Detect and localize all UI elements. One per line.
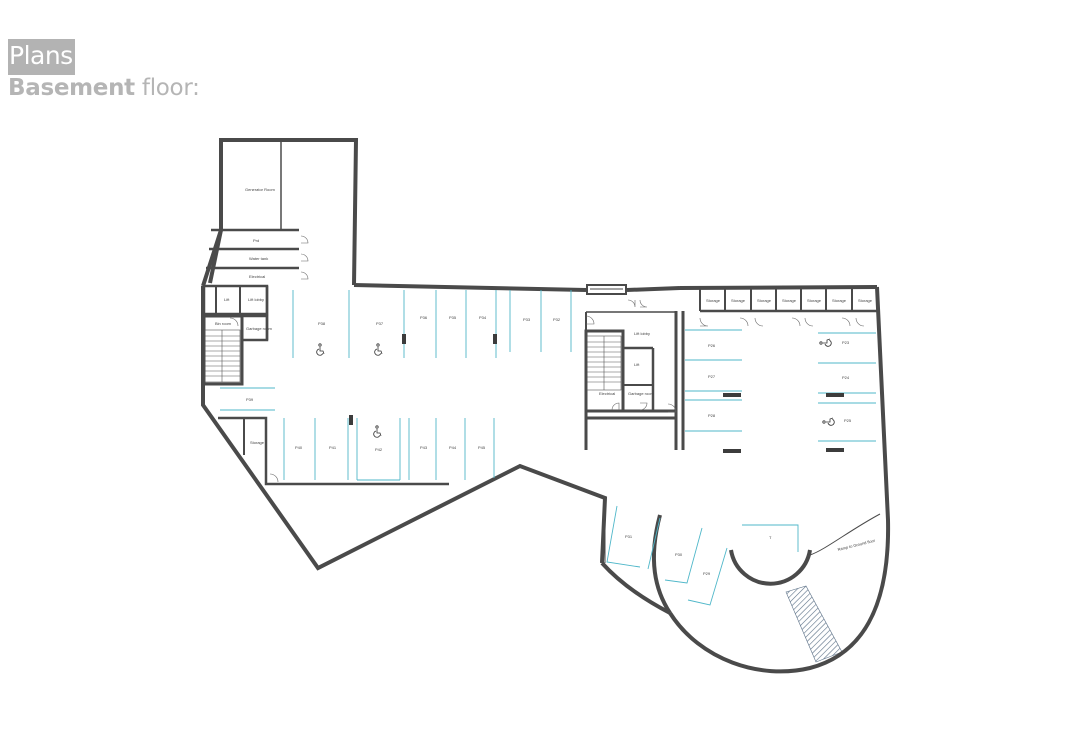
bay-label: P44 (449, 445, 457, 450)
room-lift-left: Lift (224, 297, 230, 302)
room-labels: Generator Room Prd Water tank Electrical… (215, 187, 876, 552)
interior-walls (202, 140, 881, 615)
room-storage-left: Storage (250, 440, 265, 445)
room-garbage-right: Garbage room (628, 391, 654, 396)
bay-label: P23 (842, 340, 850, 345)
storage-label: Storage (832, 298, 847, 303)
storage-label: Storage (807, 298, 822, 303)
bay-label: P40 (295, 445, 303, 450)
vent-grill (586, 284, 627, 295)
room-water-tank: Water tank (249, 256, 268, 261)
bay-label: P41 (329, 445, 337, 450)
section-tag: Plans (8, 39, 75, 75)
ramp-hatch (785, 585, 843, 663)
bay-label: P38 (318, 321, 326, 326)
bay-label: P42 (375, 447, 383, 452)
storage-label: Storage (757, 298, 772, 303)
bay-label: P45 (478, 445, 486, 450)
bay-label: P24 (842, 375, 850, 380)
outer-walls (201, 138, 891, 674)
storage-label: Storage (782, 298, 797, 303)
storage-label: Storage (858, 298, 873, 303)
floor-title: Basement floor: (8, 75, 200, 101)
bay-label: P30 (675, 552, 683, 557)
bay-label: P35 (449, 315, 457, 320)
room-lift-lobby-left: Lift lobby (248, 297, 264, 302)
bay-label: P27 (708, 374, 716, 379)
doors (229, 235, 865, 483)
wheel-stops (349, 334, 844, 453)
room-lift-right: Lift (634, 362, 640, 367)
bay-label: P43 (420, 445, 428, 450)
room-lift-lobby-right: Lift lobby (634, 331, 650, 336)
room-electrical-right: Electrical (599, 391, 615, 396)
bay-label: P39 (246, 397, 254, 402)
floor-title-light: floor: (141, 75, 200, 101)
parking-bay-lines (220, 290, 876, 606)
storage-label: Storage (731, 298, 746, 303)
ramp-label: Ramp to Ground floor (837, 538, 876, 552)
bay-label: P37 (376, 321, 384, 326)
bay-label: P28 (708, 413, 716, 418)
room-bin: Bin room (215, 321, 232, 326)
room-electrical: Electrical (249, 274, 265, 279)
floor-title-bold: Basement (8, 75, 135, 101)
bay-label: P25 (844, 418, 852, 423)
stair-right (586, 335, 622, 391)
room-garbage: Garbage room (246, 326, 272, 331)
bay-label: P34 (479, 315, 487, 320)
bay-label: P29 (703, 571, 711, 576)
storage-labels: Storage Storage Storage Storage Storage … (706, 298, 873, 303)
bay-label: P32 (553, 317, 561, 322)
page-heading: Plans Basement floor: (8, 39, 200, 101)
wheelchair-icon (373, 425, 382, 438)
wheelchair-icon (822, 417, 835, 426)
parking-bay-labels: P38 P37 P36 P35 P34 P33 P32 P39 P40 P41 … (246, 315, 852, 576)
wheelchair-icon (374, 343, 383, 356)
bay-label: P36 (420, 315, 428, 320)
room-store: T (769, 535, 772, 540)
bay-label: P31 (625, 534, 633, 539)
wheelchair-icon (316, 343, 325, 356)
stair-left (204, 329, 241, 383)
storage-label: Storage (706, 298, 721, 303)
bay-label: P26 (708, 343, 716, 348)
room-generator: Generator Room (245, 187, 275, 192)
wheelchair-icon (819, 338, 832, 347)
room-prd: Prd (253, 238, 259, 243)
bay-label: P33 (523, 317, 531, 322)
